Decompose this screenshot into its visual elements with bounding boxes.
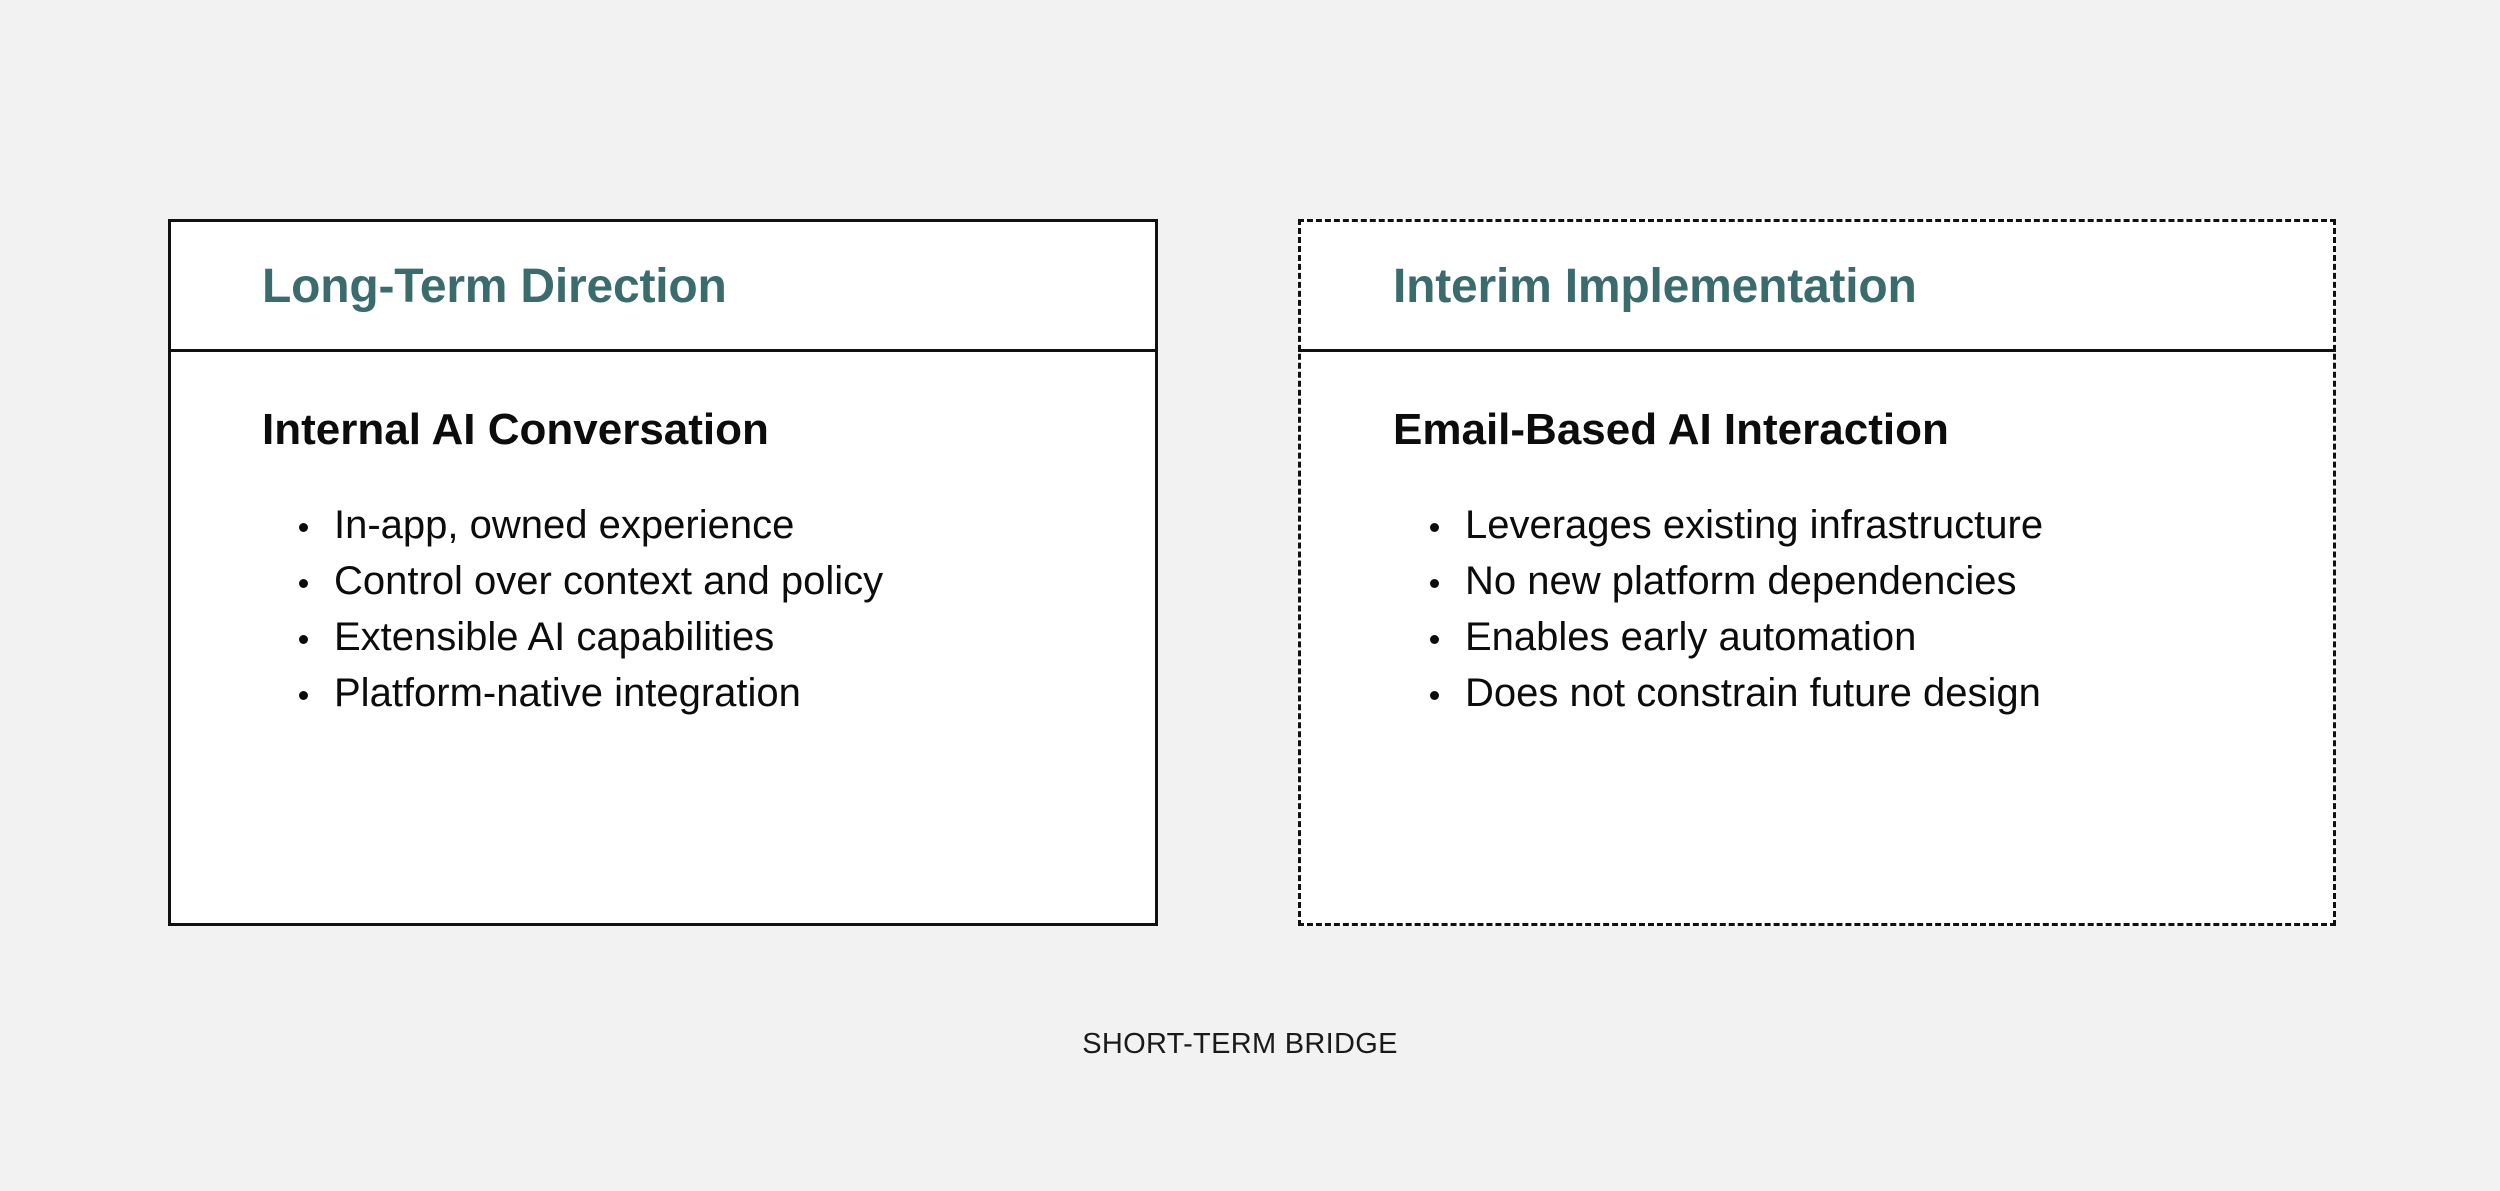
list-item: Enables early automation — [1426, 609, 2333, 665]
card-long-term-direction: Long-Term Direction Internal AI Conversa… — [168, 219, 1158, 926]
card-body-long-term-direction: Internal AI Conversation In-app, owned e… — [171, 352, 1155, 721]
bullet-list-interim-implementation: Leverages existing infrastructure No new… — [1301, 452, 2333, 721]
card-subtitle-long-term-direction: Internal AI Conversation — [262, 405, 769, 454]
list-item: Does not constrain future design — [1426, 665, 2333, 721]
list-item: Leverages existing infrastructure — [1426, 497, 2333, 553]
footer-caption: SHORT-TERM BRIDGE — [1082, 1028, 1398, 1060]
card-body-interim-implementation: Email-Based AI Interaction Leverages exi… — [1301, 352, 2333, 721]
list-item: Control over context and policy — [295, 553, 1155, 609]
card-subtitle-interim-implementation: Email-Based AI Interaction — [1393, 405, 1949, 454]
list-item: Platform-native integration — [295, 665, 1155, 721]
list-item: No new platform dependencies — [1426, 553, 2333, 609]
card-title-interim-implementation: Interim Implementation — [1393, 260, 1917, 313]
list-item: Extensible AI capabilities — [295, 609, 1155, 665]
list-item: In-app, owned experience — [295, 497, 1155, 553]
card-interim-implementation: Interim Implementation Email-Based AI In… — [1298, 219, 2336, 926]
card-header-long-term-direction: Long-Term Direction — [171, 222, 1155, 352]
card-header-interim-implementation: Interim Implementation — [1298, 222, 2336, 352]
card-title-long-term-direction: Long-Term Direction — [262, 260, 727, 313]
bullet-list-long-term-direction: In-app, owned experience Control over co… — [171, 452, 1155, 721]
